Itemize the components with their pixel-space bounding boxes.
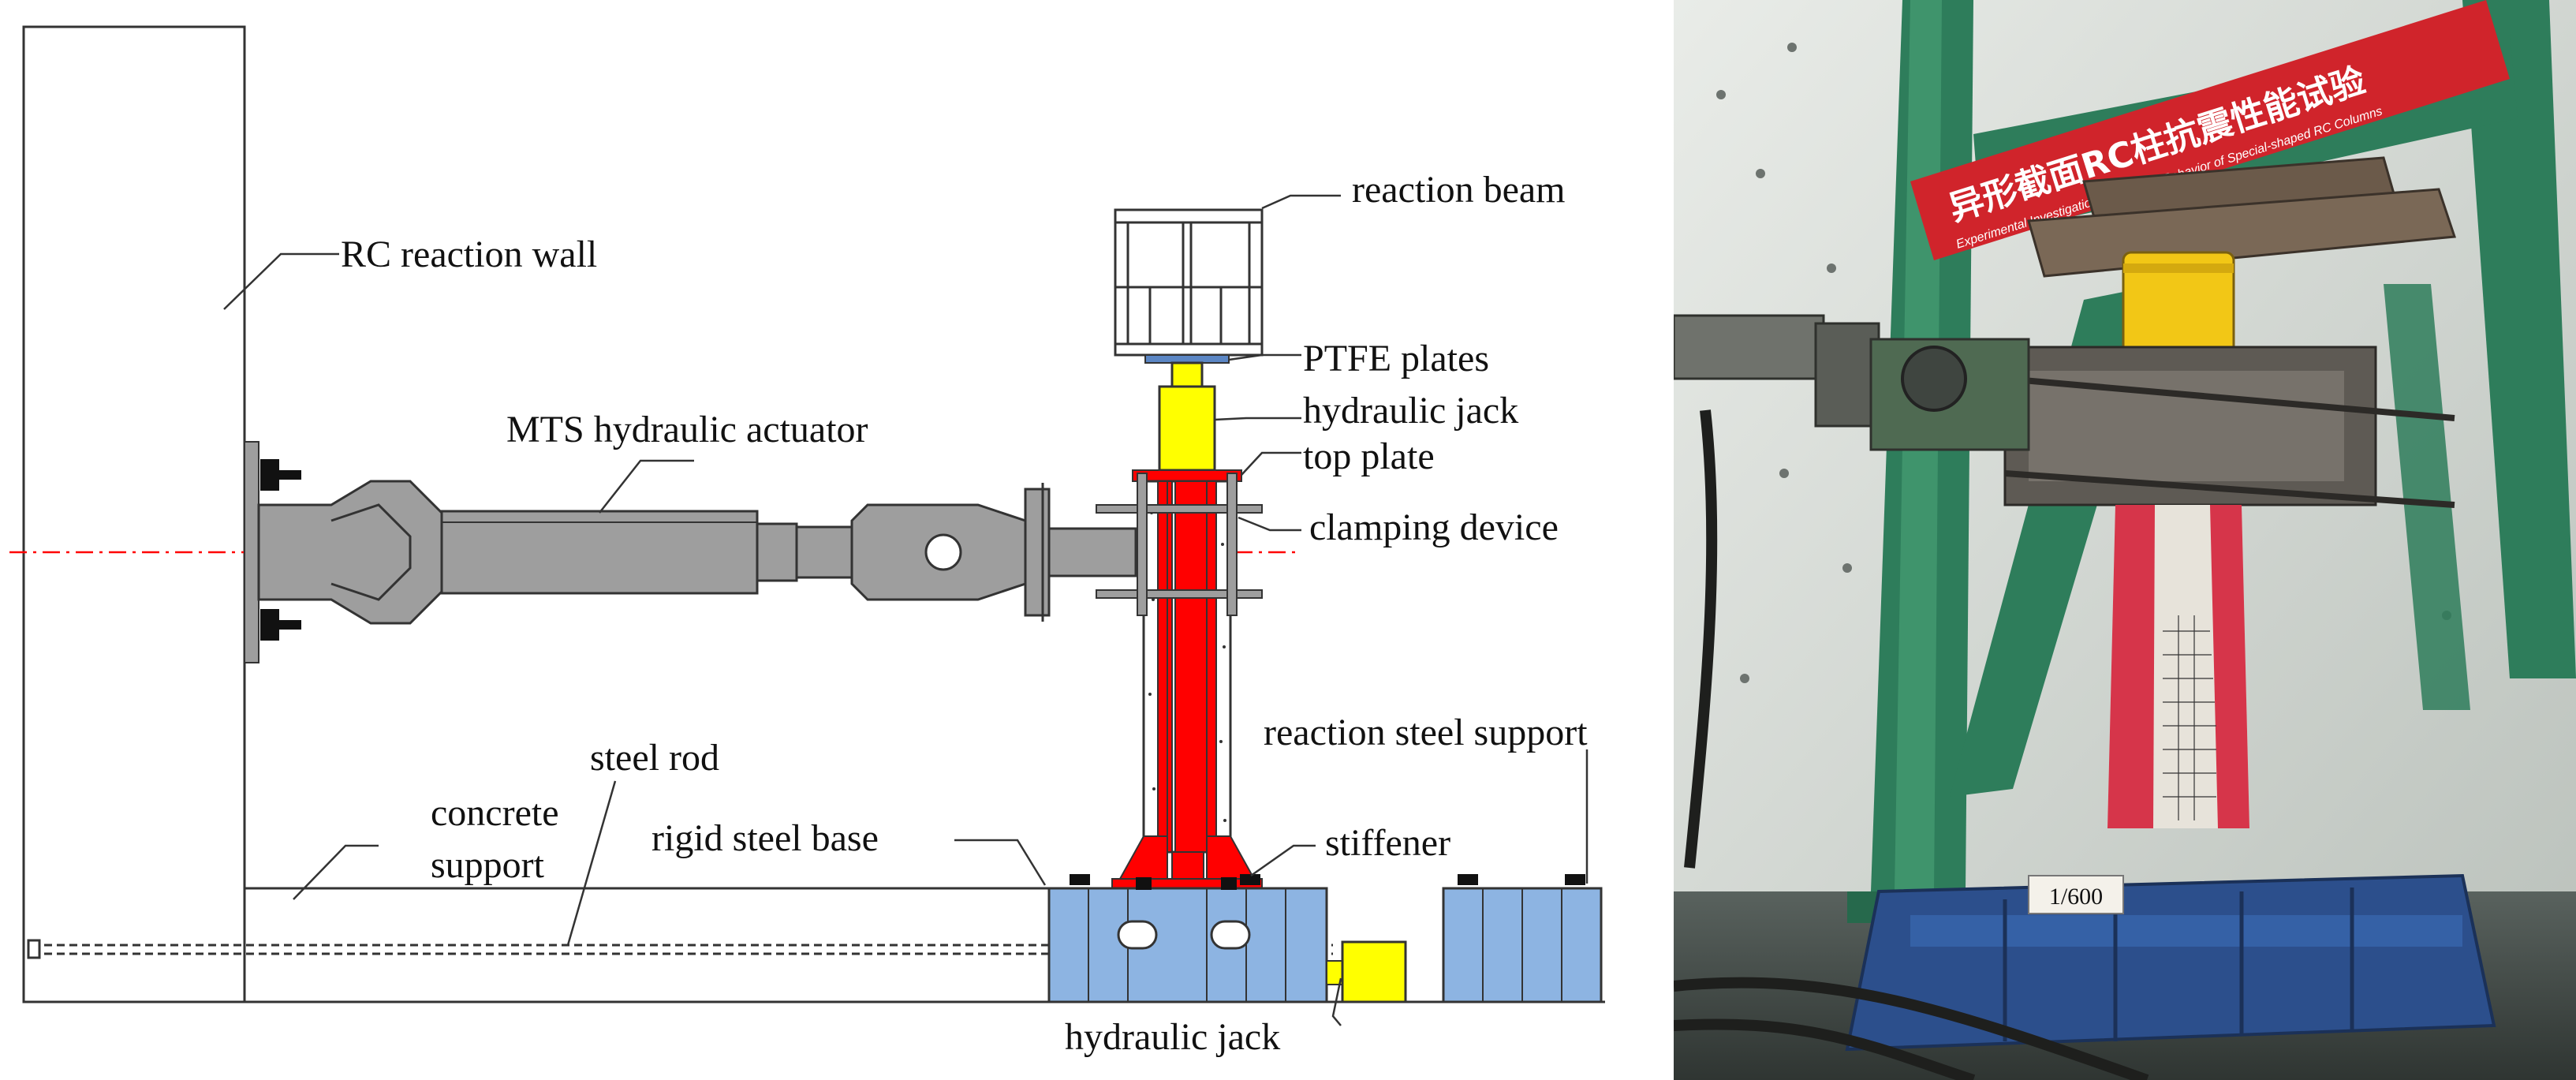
rc-reaction-wall: [22, 25, 246, 1003]
leader-lines: [223, 194, 1589, 1026]
rigid-steel-base: [1047, 874, 1328, 1003]
label-rigid-steel-base: rigid steel base: [651, 817, 879, 859]
label-steel-rod: steel rod: [590, 737, 719, 779]
label-ptfe-plates: PTFE plates: [1303, 338, 1489, 379]
mts-hydraulic-actuator: [257, 480, 1137, 625]
label-rc-reaction-wall: RC reaction wall: [341, 234, 597, 275]
specimen-placard: 1/600: [2028, 875, 2124, 914]
photo-actuator: [1674, 314, 2030, 451]
label-hydraulic-jack-top: hydraulic jack: [1303, 390, 1518, 432]
photo-steel-base: [1845, 873, 2496, 1052]
actuator-mount: [244, 441, 301, 663]
label-concrete: concrete: [431, 792, 559, 834]
label-top-plate: top plate: [1303, 435, 1435, 477]
test-setup-photo: 异形截面RC柱抗震性能试验 Experimental Investigation…: [1674, 0, 2576, 1080]
label-mts-actuator: MTS hydraulic actuator: [506, 409, 868, 450]
top-plate: [1132, 469, 1242, 482]
label-reaction-beam: reaction beam: [1352, 169, 1566, 211]
reaction-beam: [1114, 208, 1264, 357]
bottom-hydraulic-jack: [1326, 940, 1407, 1003]
label-clamping-device: clamping device: [1309, 506, 1559, 548]
photo-hydraulic-jack: [2122, 251, 2235, 357]
top-hydraulic-jack: [1158, 361, 1216, 472]
hydraulic-hoses: [1674, 409, 2149, 1080]
label-hydraulic-jack-bottom: hydraulic jack: [1065, 1016, 1280, 1058]
steel-rod: [27, 939, 1333, 959]
reaction-steel-support: [1442, 874, 1603, 1003]
label-reaction-steel-support: reaction steel support: [1264, 712, 1588, 753]
placard-label: 1/600: [2049, 884, 2103, 910]
photo-clamp: [2003, 346, 2455, 508]
rc-column: [1142, 480, 1232, 854]
clamping-device: [1096, 473, 1263, 616]
label-support: support: [431, 844, 545, 886]
test-setup-schematic: RC reaction wall MTS hydraulic actuator …: [9, 25, 1605, 1058]
label-stiffener: stiffener: [1325, 822, 1450, 864]
photo-specimen-column: [2107, 505, 2249, 828]
